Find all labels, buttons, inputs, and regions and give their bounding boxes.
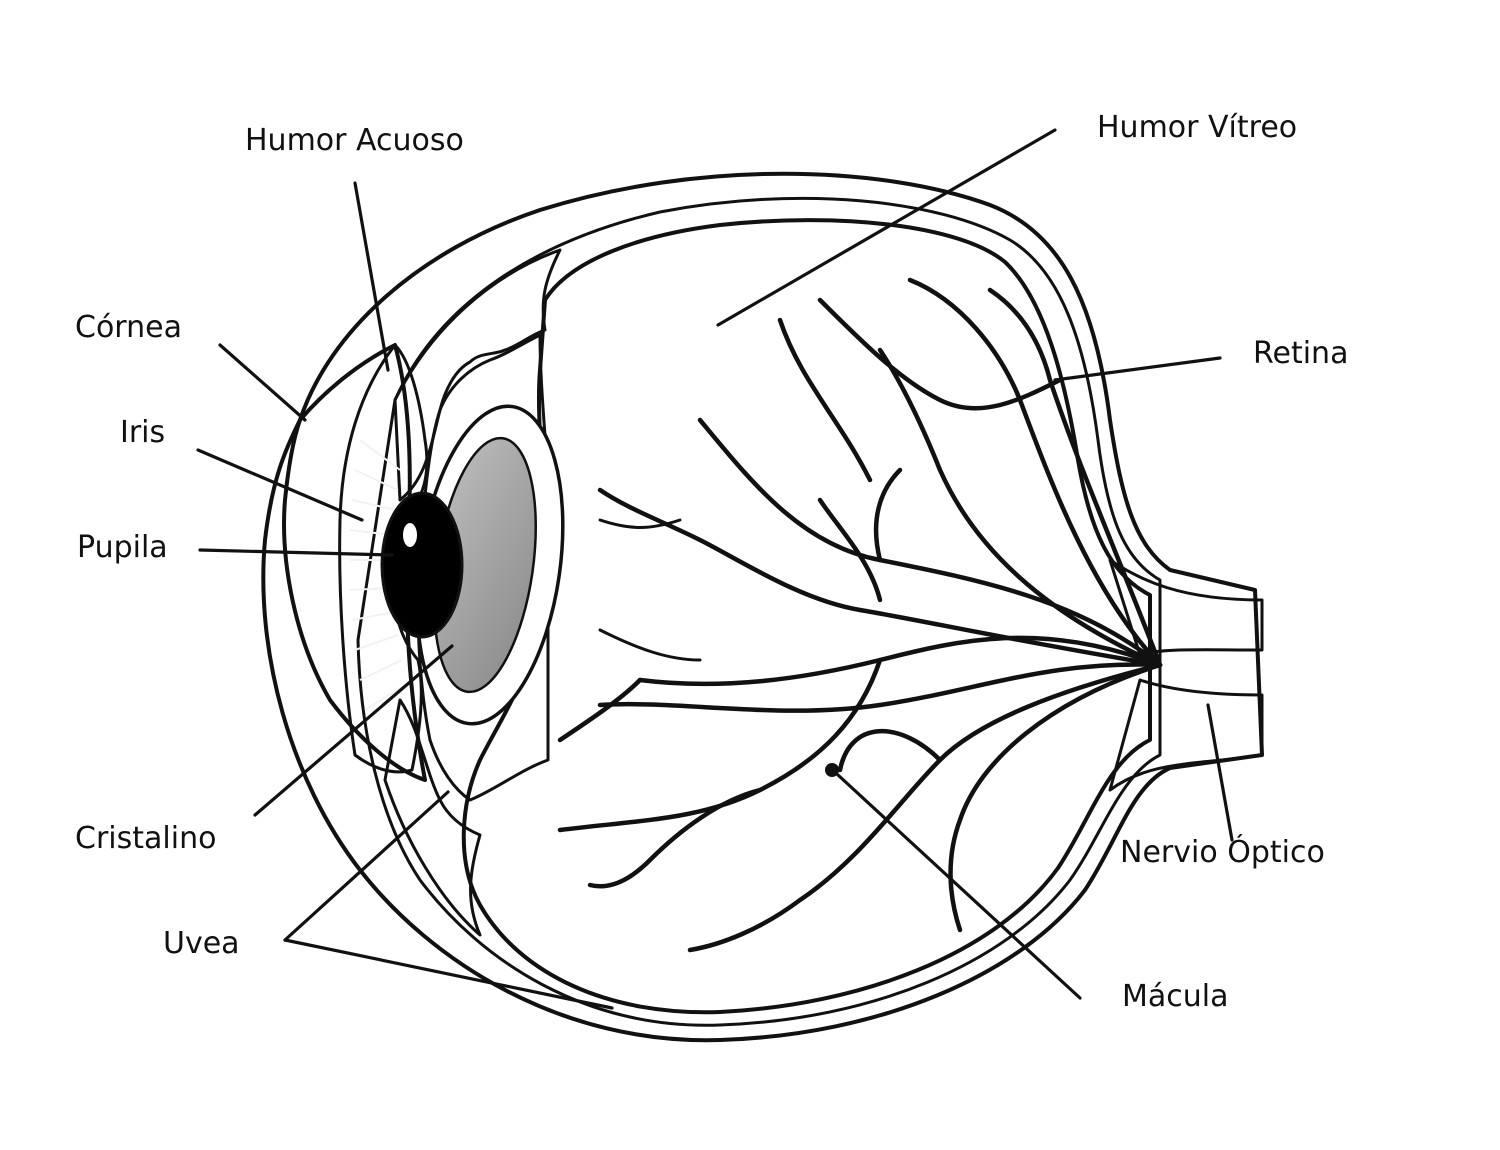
label-uvea: Uvea [163, 926, 240, 961]
label-pupila: Pupila [77, 530, 168, 565]
label-nervio-optico: Nervio Óptico [1120, 833, 1325, 870]
leader-lines [196, 128, 1234, 1010]
label-iris: Iris [120, 415, 165, 450]
leader-uvea-b [283, 938, 614, 1010]
leader-iris [196, 448, 364, 522]
leader-macula [836, 773, 1082, 1000]
leader-retina [1053, 356, 1222, 382]
label-cornea: Córnea [75, 310, 182, 345]
leader-cristalino [253, 644, 454, 817]
leader-pupila [198, 548, 394, 557]
label-humor-acuoso: Humor Acuoso [245, 123, 464, 158]
leader-humor-acuoso [353, 181, 390, 372]
pupil-highlight [403, 523, 417, 547]
label-macula: Mácula [1122, 979, 1229, 1014]
leader-humor-vitreo [716, 128, 1057, 327]
optic-nerve-lower [1108, 678, 1264, 792]
label-humor-vitreo: Humor Vítreo [1097, 110, 1297, 145]
optic-nerve-upper [1108, 558, 1264, 657]
sclera [261, 171, 1264, 1043]
leader-cornea [218, 343, 307, 422]
vitreous-body [461, 218, 1152, 1015]
leader-uvea-a [283, 790, 450, 942]
label-retina: Retina [1253, 336, 1348, 371]
pupil-shape [380, 491, 464, 639]
label-cristalino: Cristalino [75, 821, 216, 856]
retina-layer [356, 196, 1162, 1027]
leader-nervio-optico [1206, 703, 1234, 842]
cornea-shape [282, 343, 427, 782]
uvea-lower [383, 698, 482, 937]
retinal-vessels [557, 277, 1163, 953]
iris-shape [338, 343, 429, 774]
macula-spot [825, 763, 839, 777]
